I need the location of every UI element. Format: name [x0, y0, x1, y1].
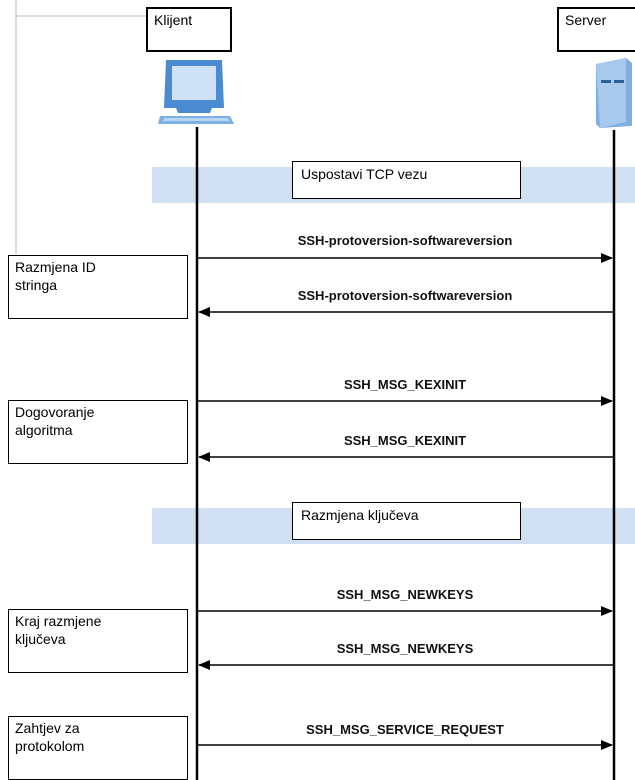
note-line: ključeva [15, 631, 66, 647]
phase-note-algorithm-negotiation: Dogovoranje algoritma [8, 400, 188, 464]
tcp-band-label: Uspostavi TCP vezu [301, 166, 428, 182]
client-label-box: Klijent [146, 7, 232, 52]
note-line: Dogovoranje [15, 404, 95, 420]
server-label-box: Server [557, 7, 635, 52]
key-exchange-band-label: Razmjena ključeva [301, 507, 419, 523]
message-label-6: SSH_MSG_NEWKEYS [336, 641, 474, 656]
note-line: protokolom [15, 738, 85, 754]
server-label: Server [565, 12, 607, 28]
phase-note-protocol-request: Zahtjev za protokolom [8, 716, 188, 780]
note-line: Kraj razmjene [15, 613, 102, 629]
tcp-band-label-box: Uspostavi TCP vezu [292, 161, 521, 199]
message-label-7: SSH_MSG_SERVICE_REQUEST [306, 722, 504, 737]
key-exchange-band-label-box: Razmjena ključeva [292, 502, 521, 540]
message-label-1: SSH-protoversion-softwareversion [297, 233, 513, 248]
note-line: stringa [15, 277, 58, 293]
message-label-4: SSH_MSG_KEXINIT [343, 433, 467, 448]
client-label: Klijent [154, 12, 193, 28]
phase-note-end-key-exchange: Kraj razmjene ključeva [8, 609, 188, 673]
phase-note-id-exchange: Razmjena ID stringa [8, 255, 188, 319]
server-icon [596, 58, 632, 128]
computer-icon [158, 60, 234, 124]
message-label-2: SSH-protoversion-softwareversion [297, 288, 513, 303]
message-label-5: SSH_MSG_NEWKEYS [336, 587, 474, 602]
message-label-3: SSH_MSG_KEXINIT [343, 377, 467, 392]
note-line: algoritma [15, 422, 73, 438]
note-line: Zahtjev za [15, 720, 80, 736]
note-line: Razmjena ID [15, 259, 96, 275]
